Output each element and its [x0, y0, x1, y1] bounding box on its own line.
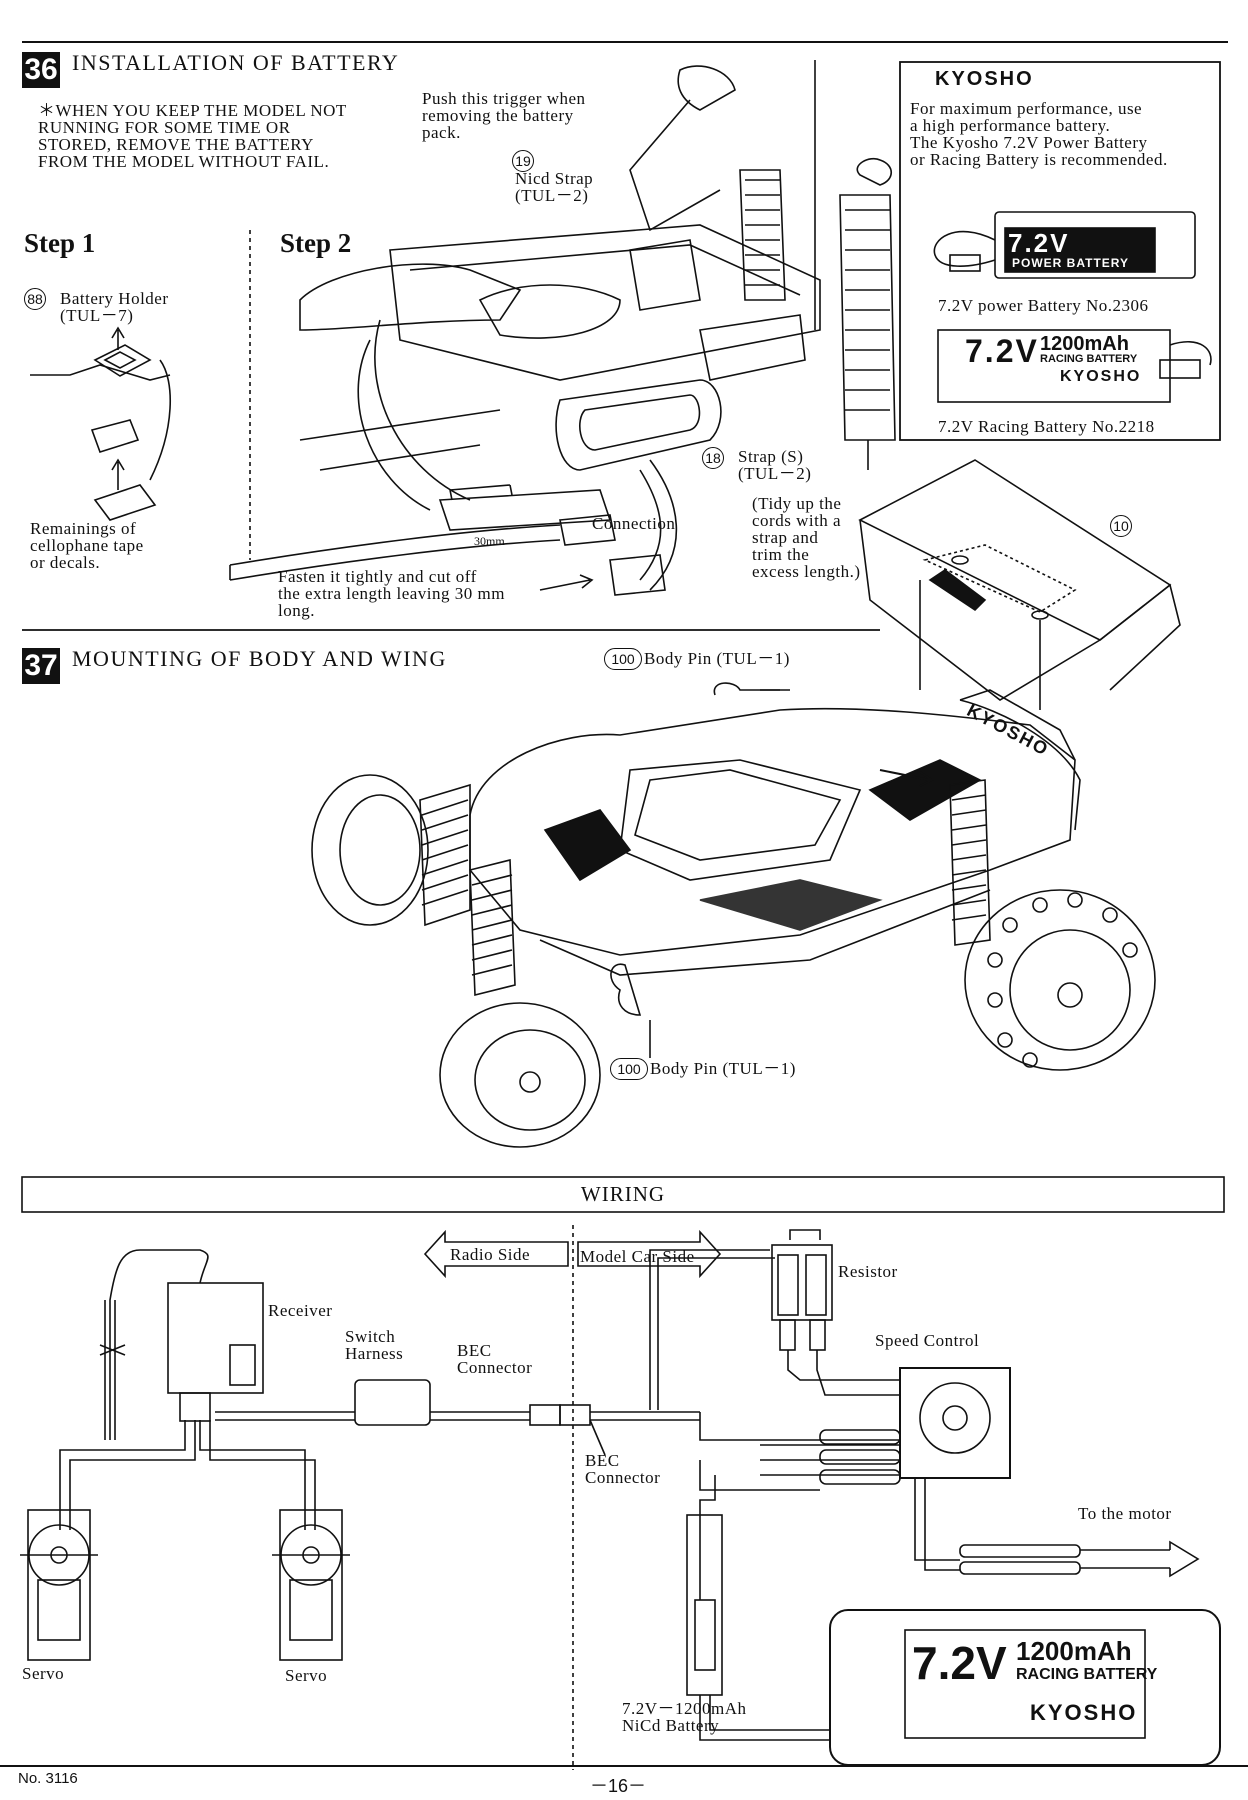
wiring-battery-capacity: 1200mAh [1016, 1636, 1132, 1666]
dimension-30mm: 30mm [474, 534, 505, 548]
servo-right-label: Servo [285, 1666, 328, 1685]
wiring-title: WIRING [580, 1182, 666, 1206]
switch-harness-label: Switch Harness [345, 1327, 404, 1363]
battery-recommendation: For maximum performance, use a high perf… [910, 99, 1168, 169]
wiring-battery-brand: KYOSHO [1030, 1700, 1138, 1725]
part-88-badge: 88 [24, 288, 46, 310]
power-battery-sub: POWER BATTERY [1012, 256, 1129, 270]
racing-battery-capacity: 1200mAh [1040, 333, 1129, 355]
speed-control-label: Speed Control [875, 1331, 980, 1350]
part-19-badge: 19 [512, 150, 534, 172]
wiring-battery-sub: RACING BATTERY [1016, 1666, 1158, 1683]
tidy-note: (Tidy up the cords with a strap and trim… [752, 494, 861, 581]
nicd-strap-label: Nicd Strap (TUL－2) [515, 169, 594, 205]
bec-connector-label-1: BEC Connector [457, 1341, 533, 1377]
trigger-note: Push this trigger when removing the batt… [422, 89, 586, 142]
racing-battery-illustration [937, 329, 1212, 403]
resistor-label: Resistor [838, 1262, 898, 1281]
part-10-badge: 10 [1110, 515, 1132, 537]
racing-battery-sub: RACING BATTERY [1040, 353, 1138, 365]
part-18-badge: 18 [702, 447, 724, 469]
racing-battery-brand: KYOSHO [1060, 368, 1142, 385]
power-battery-illustration [933, 211, 1196, 279]
part-100-badge-bottom: 100 [610, 1058, 648, 1080]
servo-left-label: Servo [22, 1664, 65, 1683]
step-1-label: Step 1 [24, 228, 96, 258]
cellophane-note: Remainings of cellophane tape or decals. [30, 519, 144, 572]
racing-battery-volt: 7.2V [965, 333, 1039, 369]
buggy-body-illustration [311, 682, 1156, 1148]
radio-side-label: Radio Side [450, 1245, 531, 1264]
battery-holder-label: Battery Holder (TUL－7) [60, 289, 169, 325]
model-number: No. 3116 [18, 1770, 78, 1787]
power-battery-volt: 7.2V [1008, 228, 1070, 258]
section-37-title: MOUNTING OF BODY AND WING [72, 646, 447, 671]
nicd-battery-label: 7.2V－1200mAh NiCd Battery [622, 1699, 747, 1735]
racing-battery-caption: 7.2V Racing Battery No.2218 [938, 417, 1155, 436]
wiring-battery-volt: 7.2V [912, 1637, 1007, 1689]
strap-s-label: Strap (S) (TUL－2) [738, 447, 812, 483]
section-36-number: 36 [22, 52, 60, 88]
model-car-side-label: Model Car Side [580, 1247, 695, 1266]
part-100-badge-top: 100 [604, 648, 642, 670]
to-motor-label: To the motor [1078, 1504, 1172, 1523]
footer-rule [0, 1765, 1248, 1767]
bec-connector-label-2: BEC Connector [585, 1451, 661, 1487]
rear-wing-illustration [858, 459, 1181, 710]
battery-holder-illustration [30, 326, 172, 521]
fasten-note: Fasten it tightly and cut off the extra … [278, 567, 505, 620]
section-37-number: 37 [22, 648, 60, 684]
body-pin-label-bottom: Body Pin (TUL－1) [650, 1059, 796, 1078]
receiver-label: Receiver [268, 1301, 333, 1320]
connection-label: Connection [592, 514, 676, 533]
section-36-title: INSTALLATION OF BATTERY [72, 50, 400, 75]
page-number: －16－ [590, 1776, 647, 1796]
chassis-battery-illustration [229, 60, 896, 596]
storage-warning: ＊WHEN YOU KEEP THE MODEL NOT RUNNING FOR… [38, 101, 347, 171]
step-2-label: Step 2 [280, 228, 352, 258]
body-pin-label-top: Body Pin (TUL－1) [644, 649, 790, 668]
power-battery-caption: 7.2V power Battery No.2306 [938, 296, 1149, 315]
kyosho-logo: KYOSHO [935, 68, 1034, 90]
